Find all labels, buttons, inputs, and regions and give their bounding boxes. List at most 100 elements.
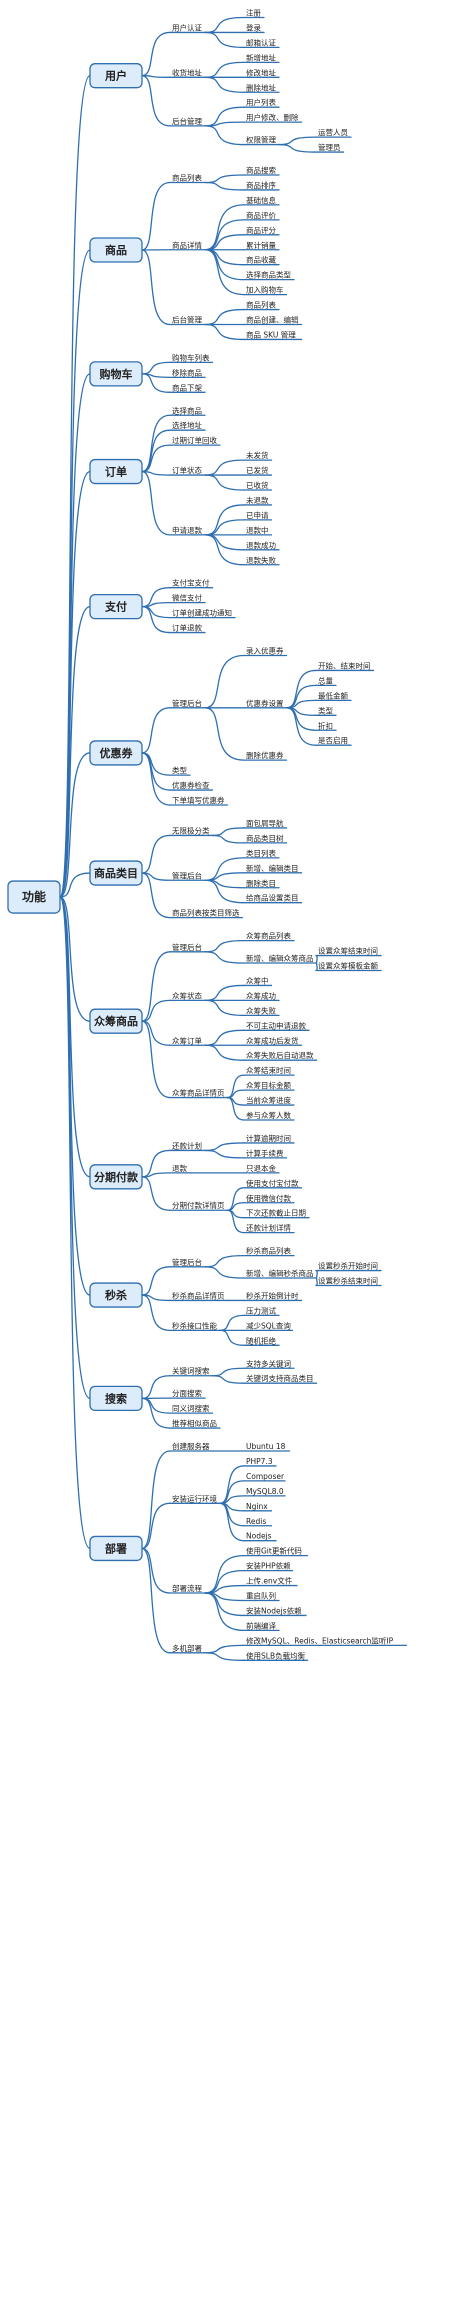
- connector: [141, 361, 171, 375]
- connector: [204, 181, 245, 191]
- category-node: 众筹商品: [89, 1008, 143, 1034]
- leaf-node: 使用SLB负载均衡: [246, 1650, 306, 1660]
- leaf-node: 当前众筹进度: [246, 1095, 291, 1105]
- connector: [204, 654, 245, 709]
- category-box: [89, 458, 143, 485]
- branch-node: 后台管理: [172, 315, 202, 325]
- connector: [204, 1142, 245, 1152]
- leaf-node: 退款中: [246, 525, 269, 535]
- connector: [141, 1375, 171, 1400]
- leaf-node: 秒杀商品列表: [246, 1246, 291, 1256]
- connector: [141, 834, 171, 874]
- leaf-node: 已收货: [246, 480, 269, 490]
- leaf-node: 减少SQL查询: [246, 1320, 291, 1330]
- connector: [204, 121, 245, 127]
- leaf-node: Composer: [246, 1472, 285, 1481]
- connector: [141, 1397, 171, 1429]
- leaf-node: 分面搜索: [172, 1388, 202, 1398]
- leaf-node: 使用Git更新代码: [246, 1546, 302, 1556]
- connector: [204, 519, 245, 536]
- category-label: 优惠券: [100, 746, 134, 760]
- leaf-node: 前端编译: [246, 1620, 276, 1630]
- branch-node: 商品详情: [172, 240, 202, 250]
- leaf-node: 商品搜索: [246, 165, 276, 175]
- category-box: [89, 740, 143, 766]
- branch-node: 管理后台: [172, 698, 202, 708]
- connector: [315, 954, 318, 964]
- connector: [59, 896, 91, 1296]
- category-box: [89, 1385, 143, 1412]
- leaf-node: 计算逾期时间: [246, 1133, 291, 1143]
- category-box: [89, 63, 143, 89]
- leaf-node: 不可主动申请退款: [246, 1020, 306, 1030]
- leaf-node: 秒杀开始倒计时: [246, 1290, 299, 1300]
- branch-node: 秒杀接口性能: [172, 1320, 217, 1330]
- leaf-node: 选择地址: [172, 420, 202, 430]
- category-box: [89, 361, 143, 387]
- connector: [204, 1592, 245, 1632]
- leaf-node: 选择商品类型: [246, 270, 291, 280]
- category-node: 秒杀: [89, 1282, 143, 1308]
- leaf-node: MySQL8.0: [246, 1487, 284, 1496]
- connector: [141, 1172, 171, 1178]
- connector: [204, 534, 245, 566]
- leaf-node: 删除地址: [246, 82, 276, 92]
- connector: [141, 470, 171, 536]
- connector: [141, 373, 171, 393]
- connector: [285, 684, 317, 709]
- leaf-node: 商品收藏: [246, 255, 276, 265]
- leaf-node: 重启队列: [246, 1591, 276, 1601]
- connector: [204, 474, 245, 491]
- connector: [141, 414, 171, 473]
- leaf-node: Redis: [246, 1517, 266, 1526]
- connector: [59, 605, 91, 898]
- connector: [204, 707, 245, 761]
- leaf-node: 删除类目: [246, 878, 276, 888]
- branch-node: 安装运行环境: [172, 1493, 217, 1503]
- leaf-node: 最低金额: [318, 690, 348, 700]
- connector: [204, 308, 245, 326]
- leaf-node: 使用支付宝付款: [246, 1178, 299, 1188]
- connector: [141, 999, 171, 1022]
- leaf-node: 总量: [318, 675, 333, 685]
- connector: [141, 1020, 171, 1099]
- connector: [59, 470, 91, 898]
- connector: [204, 125, 245, 146]
- connector: [204, 16, 245, 34]
- leaf-node: Ubuntu 18: [246, 1442, 286, 1451]
- connector: [204, 1569, 245, 1594]
- branch-node: 新增、编辑众筹商品: [246, 953, 314, 963]
- leaf-node: 计算手续费: [246, 1148, 284, 1158]
- connector: [226, 1074, 245, 1099]
- leaf-node: 运营人员: [318, 127, 348, 137]
- leaf-node: 随机拒绝: [246, 1335, 276, 1345]
- leaf-node: 商品评分: [246, 225, 276, 235]
- leaf-node: 下单填写优惠券: [172, 795, 225, 805]
- leaf-node: 众筹失败: [246, 1005, 276, 1015]
- connector: [204, 1044, 245, 1061]
- category-label: 商品: [105, 243, 127, 257]
- leaf-node: 修改MySQL、Redis、Elasticsearch监听IP: [246, 1635, 394, 1645]
- connector: [59, 249, 91, 898]
- connector: [204, 879, 245, 904]
- leaf-node: 购物车列表: [172, 352, 210, 362]
- connector: [204, 76, 245, 93]
- category-node: 用户: [89, 63, 143, 89]
- leaf-node: 订单退款: [172, 623, 202, 633]
- branch-node: 管理后台: [172, 870, 202, 880]
- connector: [141, 470, 171, 476]
- leaf-node: 商品创建、编辑: [246, 315, 299, 325]
- connector: [219, 1480, 245, 1504]
- leaf-node: 已申请: [246, 510, 269, 520]
- leaf-node: 折扣: [318, 720, 333, 730]
- connector: [219, 1314, 245, 1331]
- leaf-node: 商品排序: [246, 180, 276, 190]
- branch-node: 无限极分类: [172, 825, 210, 835]
- category-node: 搜索: [89, 1385, 143, 1412]
- connector: [204, 1149, 245, 1159]
- leaf-node: 优惠券检查: [172, 780, 210, 790]
- leaf-node: 设置众筹结束时间: [318, 946, 378, 956]
- leaf-node: 众筹商品列表: [246, 931, 291, 941]
- leaf-node: 安装PHP依赖: [246, 1561, 291, 1571]
- leaf-node: 推荐相似商品: [172, 1418, 217, 1428]
